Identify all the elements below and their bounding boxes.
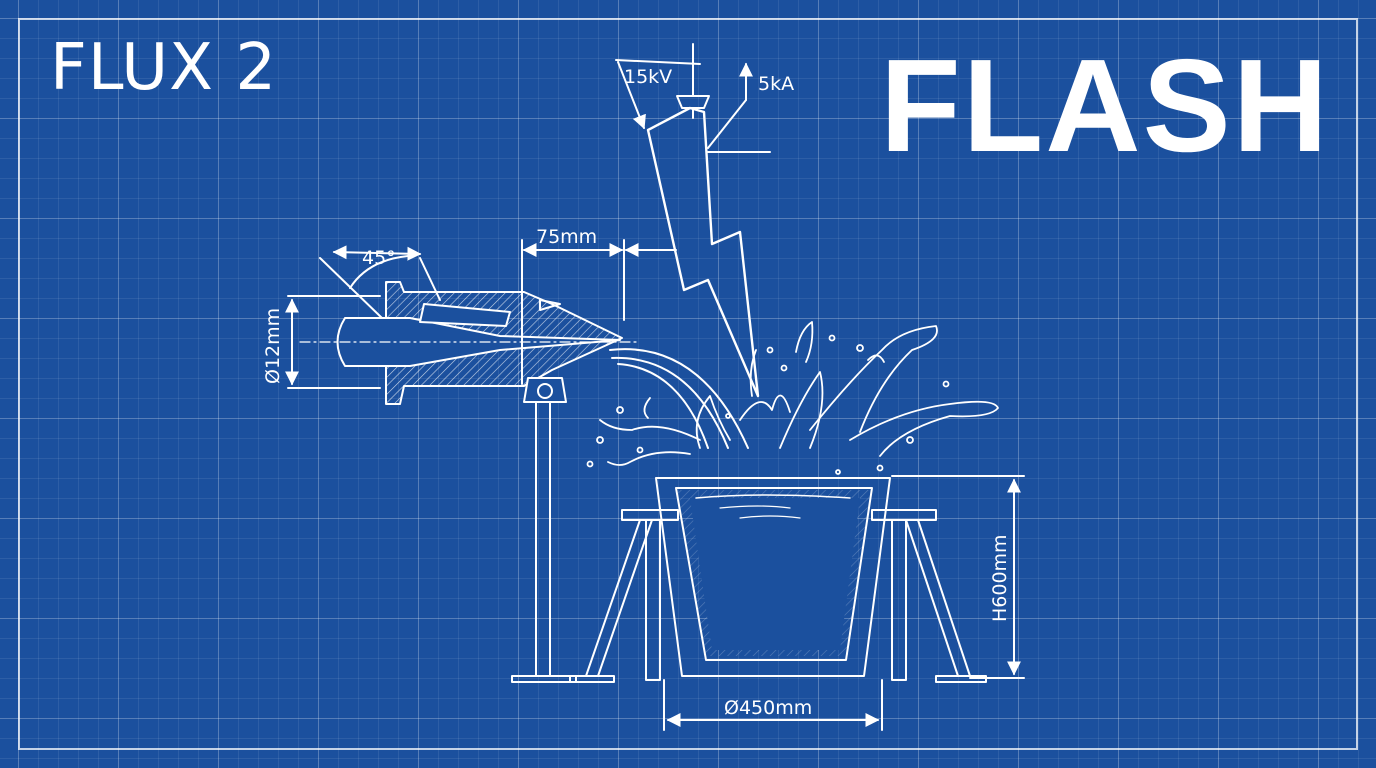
electrode-assembly <box>676 43 710 119</box>
offset-dimension <box>521 239 677 385</box>
blueprint-border <box>18 18 1358 750</box>
lightning-bolt-shape <box>646 106 760 398</box>
label-12mm: Ø12mm <box>262 308 284 384</box>
splash <box>586 321 999 475</box>
label-450mm: Ø450mm <box>724 697 812 719</box>
molten-stream <box>609 348 749 449</box>
nozzle-diameter-dimension <box>285 295 381 389</box>
label-45deg: 45° <box>362 247 396 269</box>
height-dimension <box>891 475 1025 679</box>
title-flash: FLASH <box>880 32 1330 179</box>
title-flux-2: FLUX 2 <box>50 31 278 105</box>
label-5ka: 5kA <box>758 73 794 95</box>
nozzle-assembly <box>299 281 641 405</box>
nozzle-support-column <box>511 401 577 683</box>
voltage-dimension <box>615 59 701 130</box>
crucible-vessel <box>655 477 891 677</box>
current-dimension <box>707 62 771 153</box>
vessel-stand <box>569 509 987 683</box>
angle-dimension <box>319 245 441 319</box>
vessel-diameter-dimension <box>663 679 883 731</box>
label-75mm: 75mm <box>536 226 597 248</box>
label-h600mm: H600mm <box>989 534 1011 622</box>
label-15kv: 15kV <box>624 66 672 88</box>
